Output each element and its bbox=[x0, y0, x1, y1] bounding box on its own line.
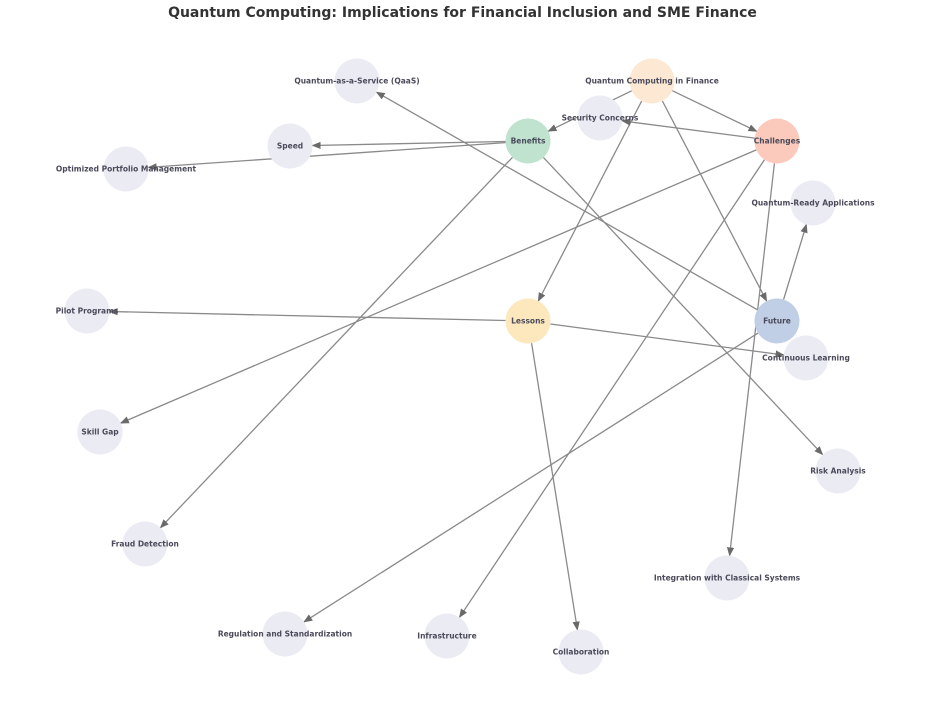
edge-benefits-to-risk bbox=[542, 156, 824, 456]
edge-qcf-to-challenges bbox=[672, 90, 758, 132]
node-label-infrastructure: Infrastructure bbox=[417, 632, 476, 641]
edge-lessons-to-collaboration bbox=[530, 343, 580, 631]
node-speed bbox=[267, 123, 313, 169]
node-label-speed: Speed bbox=[277, 142, 303, 151]
edge-future-to-regulation bbox=[303, 332, 759, 623]
node-infrastructure bbox=[424, 613, 470, 659]
nodes-layer bbox=[64, 58, 861, 675]
node-label-security: Security Concerns bbox=[562, 114, 639, 123]
edge-challenges-to-skill bbox=[119, 149, 757, 424]
node-pilot bbox=[64, 288, 110, 334]
edge-lessons-to-continuous bbox=[550, 323, 785, 358]
node-qaas bbox=[334, 58, 380, 104]
node-label-portfolio: Optimized Portfolio Management bbox=[56, 165, 197, 174]
node-label-qra: Quantum-Ready Applications bbox=[751, 199, 875, 208]
edge-challenges-to-infrastructure bbox=[458, 159, 766, 619]
node-label-skill: Skill Gap bbox=[81, 428, 119, 437]
node-label-future: Future bbox=[763, 317, 791, 326]
node-fraud bbox=[122, 521, 168, 567]
node-integration bbox=[704, 555, 750, 601]
edge-benefits-to-speed bbox=[311, 140, 506, 149]
node-label-regulation: Regulation and Standardization bbox=[218, 630, 352, 639]
edge-qcf-to-lessons bbox=[537, 100, 643, 302]
edge-benefits-to-portfolio bbox=[147, 141, 506, 171]
node-risk bbox=[815, 448, 861, 494]
node-label-lessons: Lessons bbox=[511, 317, 545, 326]
node-label-benefits: Benefits bbox=[511, 137, 546, 146]
node-label-qaas: Quantum-as-a-Service (QaaS) bbox=[294, 77, 419, 86]
node-label-challenges: Challenges bbox=[754, 137, 801, 146]
edge-benefits-to-fraud bbox=[159, 156, 513, 529]
node-future bbox=[754, 298, 800, 344]
node-continuous bbox=[783, 335, 829, 381]
node-label-fraud: Fraud Detection bbox=[111, 540, 179, 549]
node-portfolio bbox=[103, 146, 149, 192]
edge-challenges-to-security bbox=[621, 118, 755, 139]
node-label-integration: Integration with Classical Systems bbox=[654, 574, 801, 583]
node-lessons bbox=[505, 298, 551, 344]
diagram-title: Quantum Computing: Implications for Fina… bbox=[168, 5, 757, 21]
node-challenges bbox=[754, 118, 800, 164]
node-label-continuous: Continuous Learning bbox=[762, 354, 850, 363]
edge-challenges-to-integration bbox=[726, 163, 776, 557]
node-label-pilot: Pilot Programs bbox=[56, 307, 119, 316]
edge-qcf-to-future bbox=[661, 100, 768, 302]
edge-future-to-qra bbox=[782, 223, 808, 300]
node-label-risk: Risk Analysis bbox=[810, 467, 866, 476]
node-benefits bbox=[505, 118, 551, 164]
node-regulation bbox=[262, 611, 308, 657]
edge-future-to-qaas bbox=[375, 91, 758, 311]
edge-lessons-to-pilot bbox=[108, 308, 506, 322]
node-label-qcf: Quantum Computing in Finance bbox=[585, 77, 719, 86]
node-label-collaboration: Collaboration bbox=[553, 648, 610, 657]
node-collaboration bbox=[558, 629, 604, 675]
node-qcf bbox=[629, 58, 675, 104]
edges-layer bbox=[108, 90, 824, 631]
node-qra bbox=[790, 180, 836, 226]
node-skill bbox=[77, 409, 123, 455]
node-security bbox=[577, 95, 623, 141]
